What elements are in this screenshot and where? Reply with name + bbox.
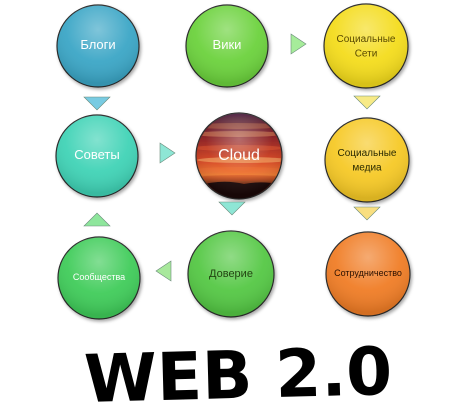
arrow-blogs-to-tips xyxy=(83,96,111,111)
arrow-communities-to-tips xyxy=(83,212,111,227)
node-label: Сотрудничество xyxy=(334,268,402,278)
node-gloss xyxy=(188,231,274,317)
node-cloud: Cloud xyxy=(195,112,283,200)
arrow-tips-to-cloud xyxy=(159,142,176,164)
node-trust: Доверие xyxy=(187,230,275,318)
node-label: Сообщества xyxy=(73,272,125,282)
node-gloss xyxy=(325,118,409,202)
node-gloss xyxy=(58,237,140,319)
arrow-cloud-to-trust xyxy=(218,201,246,216)
arrow-wiki-to-social-networks xyxy=(290,33,307,55)
node-label: Вики xyxy=(213,37,242,52)
node-label: Советы xyxy=(74,147,119,162)
node-wiki: Вики xyxy=(185,4,269,88)
diagram-title: WEB 2.0 xyxy=(83,333,393,415)
node-cooperation: Сотрудничество xyxy=(325,231,411,317)
node-gloss xyxy=(57,5,139,87)
arrow-trust-to-communities xyxy=(155,260,172,282)
node-gloss xyxy=(56,115,138,197)
node-gloss xyxy=(326,232,410,316)
node-label: Блоги xyxy=(80,37,115,52)
node-communities: Сообщества xyxy=(57,236,141,320)
arrow-social-networks-to-social-media xyxy=(353,95,381,110)
node-gloss xyxy=(324,4,408,88)
node-gloss xyxy=(196,113,282,199)
node-gloss xyxy=(186,5,268,87)
arrow-social-media-to-cooperation xyxy=(353,206,381,221)
node-tips: Советы xyxy=(55,114,139,198)
node-blogs: Блоги xyxy=(56,4,140,88)
node-label: Доверие xyxy=(209,268,253,280)
node-label: Cloud xyxy=(218,147,260,164)
